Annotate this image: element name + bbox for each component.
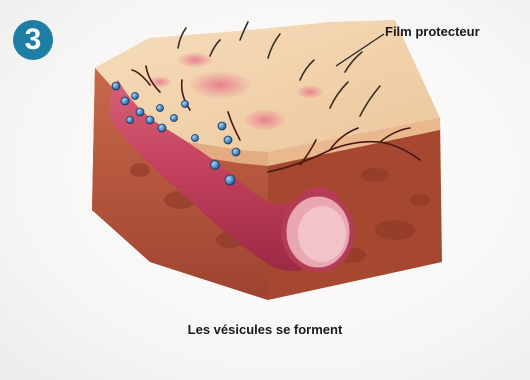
caption: Les vésicules se forment: [0, 322, 530, 337]
vessel-lumen: [298, 206, 346, 262]
step-number-badge: 3: [13, 20, 53, 60]
film-protecteur-label: Film protecteur: [385, 24, 480, 39]
